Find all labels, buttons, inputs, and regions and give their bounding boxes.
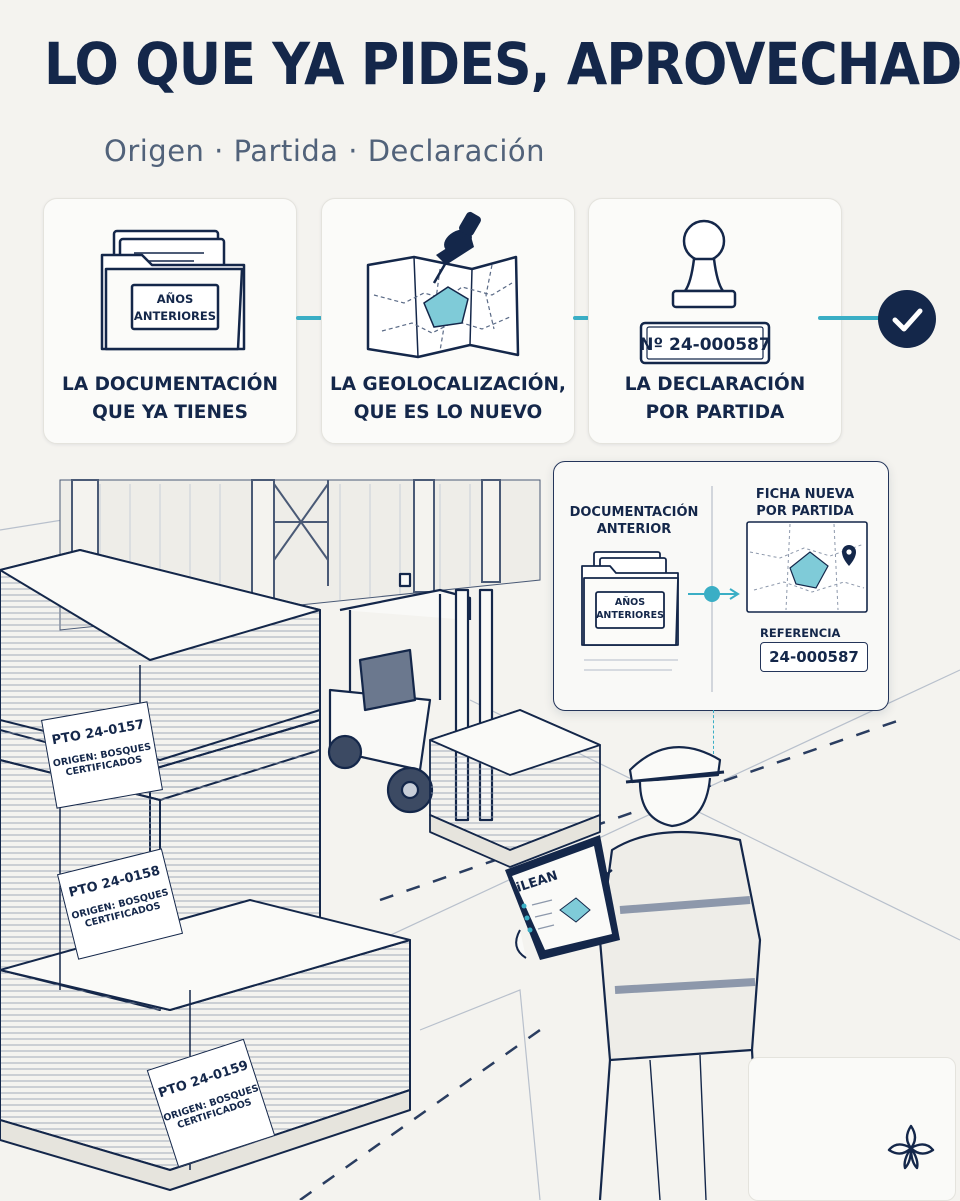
map-pin-icon bbox=[366, 211, 520, 359]
svg-text:Nº 24-000587: Nº 24-000587 bbox=[639, 335, 770, 355]
tablet: iLEAN bbox=[505, 835, 620, 960]
logo-card bbox=[748, 1057, 956, 1201]
folder-icon bbox=[581, 551, 679, 646]
step-caption: LA GEOLOCALIZACIÓN,QUE ES LO NUEVO bbox=[330, 374, 566, 423]
panel-graphics bbox=[581, 486, 868, 692]
floor-marking bbox=[299, 1028, 541, 1200]
reference-label: REFERENCIA bbox=[760, 626, 841, 640]
page-title: LO QUE YA PIDES, APROVECHADO bbox=[44, 30, 960, 98]
step-card-geolocation: LA GEOLOCALIZACIÓN,QUE ES LO NUEVO bbox=[321, 198, 575, 444]
page-subtitle: Origen · Partida · Declaración bbox=[104, 134, 545, 168]
stamp-icon: Nº 24-000587 bbox=[639, 219, 771, 365]
step-connector bbox=[818, 316, 880, 320]
step-connector bbox=[573, 316, 589, 320]
forklift-load bbox=[429, 709, 601, 868]
folder-icon bbox=[100, 229, 246, 351]
panel-pointer bbox=[713, 710, 714, 754]
step-connector bbox=[296, 316, 322, 320]
flower-logo-icon bbox=[887, 1124, 935, 1170]
location-pin-icon bbox=[842, 545, 856, 566]
warehouse-illustration: iLEAN bbox=[0, 479, 960, 1200]
reference-value: 24-000587 bbox=[760, 642, 868, 672]
floor-marking bbox=[379, 718, 901, 902]
check-icon bbox=[878, 290, 936, 348]
map-thumbnail bbox=[746, 521, 868, 613]
pallet-label: PTO 24-0157 ORIGEN: BOSQUES CERTIFICADOS bbox=[41, 701, 163, 809]
